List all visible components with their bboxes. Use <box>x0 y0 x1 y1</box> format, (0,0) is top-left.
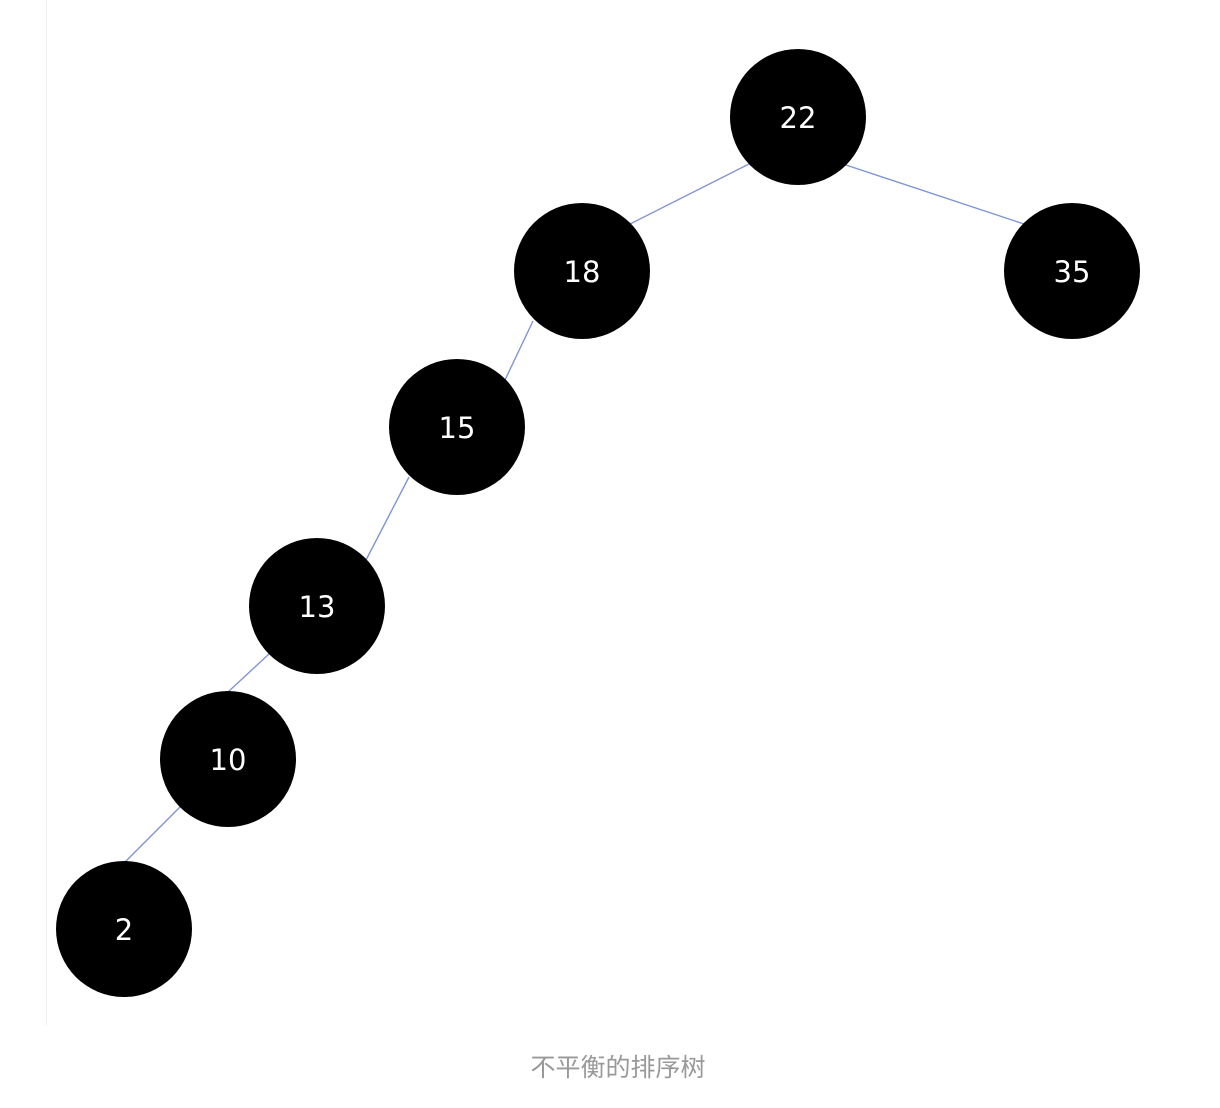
tree-node-35: 35 <box>1004 203 1140 339</box>
node-label-13: 13 <box>299 590 336 624</box>
tree-node-22: 22 <box>730 49 866 185</box>
edge-22-35 <box>845 164 1025 225</box>
edge-13-10 <box>227 653 270 693</box>
node-label-18: 18 <box>564 255 601 289</box>
node-label-2: 2 <box>115 913 133 947</box>
edge-18-15 <box>504 320 534 381</box>
node-label-35: 35 <box>1054 255 1091 289</box>
binary-search-tree-diagram: 22 18 35 15 13 10 <box>56 49 1140 997</box>
node-circle-13 <box>249 538 385 674</box>
tree-node-15: 15 <box>389 359 525 495</box>
figure-left-border <box>46 0 47 1025</box>
node-circle-35 <box>1004 203 1140 339</box>
edge-15-13 <box>365 476 410 561</box>
tree-node-2: 2 <box>56 861 192 997</box>
node-label-22: 22 <box>780 101 817 135</box>
node-circle-15 <box>389 359 525 495</box>
tree-node-13: 13 <box>249 538 385 674</box>
node-label-15: 15 <box>439 411 476 445</box>
node-circle-2 <box>56 861 192 997</box>
figure-caption: 不平衡的排序树 <box>530 1053 706 1082</box>
tree-node-18: 18 <box>514 203 650 339</box>
node-label-10: 10 <box>210 743 247 777</box>
edge-22-18 <box>629 163 750 225</box>
node-circle-10 <box>160 691 296 827</box>
edge-10-2 <box>124 806 181 863</box>
tree-node-10: 10 <box>160 691 296 827</box>
tree-nodes: 22 18 35 15 13 10 <box>56 49 1140 997</box>
tree-edges <box>124 163 1025 863</box>
node-circle-18 <box>514 203 650 339</box>
node-circle-22 <box>730 49 866 185</box>
